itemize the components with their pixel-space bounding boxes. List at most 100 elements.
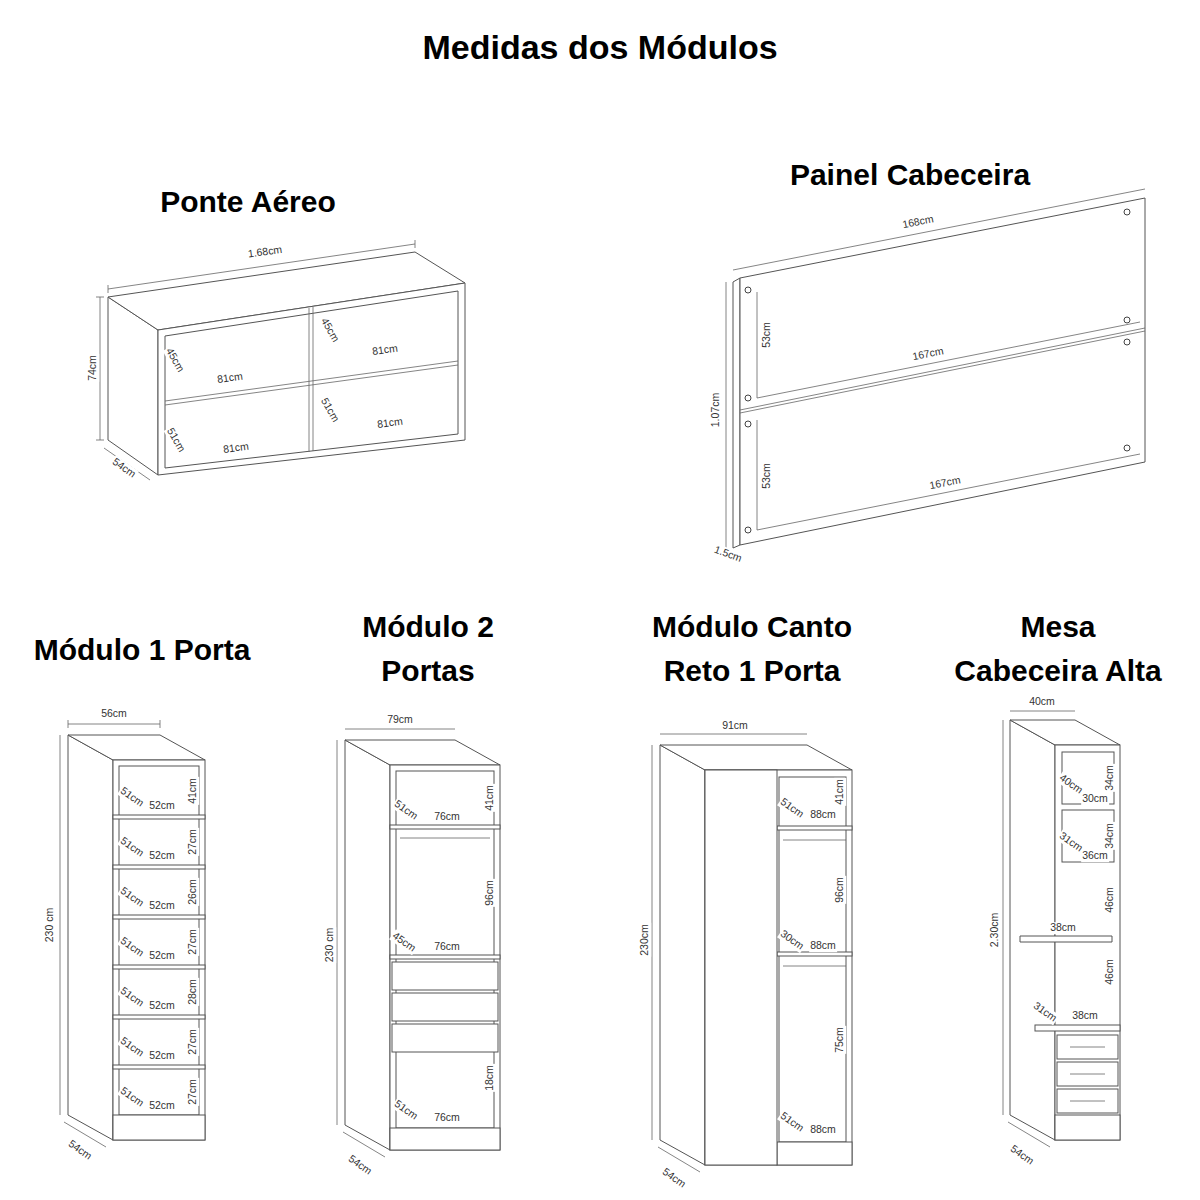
ponte-aereo-drawing-part (313, 307, 314, 451)
modulo-1-porta-drawing-part (113, 865, 205, 869)
mesa-cabeceira-drawing (1003, 711, 1120, 1147)
modulo-2-portas-drawing-part (390, 765, 500, 1150)
modulo-1-porta-drawing-part (60, 735, 61, 1115)
modulo-canto-drawing-part (652, 745, 653, 1140)
mesa-cabeceira-drawing-part (1010, 720, 1120, 745)
modulo-canto-drawing-part (660, 745, 852, 770)
ponte-aereo-drawing-part (104, 448, 150, 480)
dimension-label: 38cm (1071, 1010, 1099, 1022)
modulo-canto-drawing-part (783, 840, 846, 841)
modulo-2-portas-drawing-part (345, 740, 390, 1150)
painel-cabeceira-drawing (726, 189, 1145, 548)
dimension-label: 2.30cm (989, 912, 1001, 948)
painel-cabeceira-drawing-part (745, 395, 751, 401)
modulo-canto-drawing-part (777, 1142, 852, 1165)
mesa-cabeceira-drawing-part (1003, 720, 1004, 1115)
painel-cabeceira-drawing-part (740, 198, 1145, 545)
dimension-label: 34cm (1104, 764, 1116, 792)
modulo-canto-drawing-part (705, 770, 777, 1165)
dimension-label: 230cm (639, 923, 651, 957)
modulo-1-porta-drawing-part (113, 1015, 205, 1019)
modulo-1-porta-drawing-part (68, 720, 69, 728)
dimension-label: 40cm (1028, 696, 1056, 708)
dimension-label: 46cm (1104, 886, 1116, 914)
modulo-canto-drawing-part (779, 777, 846, 1142)
dimension-label: 88cm (809, 1124, 837, 1136)
dimension-label: 53cm (761, 321, 773, 349)
dimension-label: 91cm (721, 720, 749, 732)
mesa-cabeceira-drawing-part (1057, 1089, 1118, 1113)
painel-cabeceira-drawing-part (726, 282, 727, 548)
painel-cabeceira-drawing-part (733, 189, 1145, 270)
dimension-label: 52cm (148, 950, 176, 962)
dimension-label: 28cm (187, 978, 199, 1006)
dimension-label: 1.07cm (710, 392, 722, 428)
mesa-cabeceira-drawing-part (1070, 1101, 1105, 1102)
mesa-cabeceira-drawing-part (1070, 1047, 1105, 1048)
painel-cabeceira-drawing-part (740, 328, 1145, 410)
dimension-label: 27cm (187, 1028, 199, 1056)
dimension-label: 54cm (659, 1165, 688, 1190)
dimension-label: 1.68cm (246, 244, 284, 261)
modulo-canto-drawing-part (777, 952, 852, 956)
modulo-canto-drawing-part (777, 826, 852, 830)
modulo-2-portas-drawing-part (343, 1132, 385, 1157)
modulo-1-porta-drawing-part (160, 720, 161, 728)
dimension-label: 52cm (148, 1050, 176, 1062)
modulo-1-porta-drawing-part (113, 915, 205, 919)
ponte-aereo-drawing-part (165, 291, 458, 468)
dimension-label: 230 cm (324, 927, 336, 963)
painel-cabeceira-drawing-part (1124, 339, 1130, 345)
dimension-label: 76cm (433, 941, 461, 953)
painel-cabeceira-drawing-part (757, 292, 758, 398)
modulo-2-portas-drawing-part (400, 838, 490, 839)
ponte-aereo-drawing-part (108, 244, 415, 289)
modulo-canto-drawing-part (660, 734, 807, 735)
modulo-1-porta-drawing (60, 720, 205, 1147)
dimension-label: 41cm (834, 778, 846, 806)
dimension-label: 88cm (809, 809, 837, 821)
dimension-label: 96cm (834, 876, 846, 904)
modulo-1-porta-drawing-part (113, 760, 205, 1140)
dimension-label: 76cm (433, 811, 461, 823)
dimension-label: 46cm (1104, 958, 1116, 986)
painel-cabeceira-drawing-part (740, 331, 1145, 413)
ponte-aereo-drawing-part (108, 285, 109, 293)
dimension-label: 54cm (109, 455, 138, 480)
ponte-aereo-drawing-part (415, 240, 416, 248)
dimension-label: 27cm (187, 828, 199, 856)
ponte-aereo-drawing-part (309, 308, 310, 452)
modulo-2-portas-drawing-part (345, 729, 455, 730)
dimension-label: 36cm (1081, 850, 1109, 862)
modulo-2-portas-drawing-part (337, 740, 338, 1125)
ponte-aereo-drawing-part (100, 297, 101, 440)
mesa-cabeceira-drawing-part (1070, 1074, 1105, 1075)
modulo-2-portas-drawing (337, 729, 500, 1157)
dimension-label: 53cm (761, 462, 773, 490)
mesa-cabeceira-drawing-part (1057, 1035, 1118, 1059)
mesa-cabeceira-drawing-part (1057, 1062, 1118, 1086)
ponte-aereo-drawing-part (158, 283, 465, 475)
module-heading: Módulo 2 Portas (338, 605, 518, 692)
dimension-label: 88cm (809, 940, 837, 952)
dimension-label: 52cm (148, 800, 176, 812)
module-heading: Módulo Canto Reto 1 Porta (632, 605, 872, 692)
module-heading: Módulo 1 Porta (34, 628, 251, 672)
dimension-label: 54cm (65, 1137, 94, 1162)
modulo-2-portas-drawing-part (390, 1128, 500, 1150)
painel-cabeceira-drawing-part (745, 421, 751, 427)
ponte-aereo-drawing-part (165, 361, 458, 401)
dimension-label: 41cm (484, 784, 496, 812)
modulo-2-portas-drawing-part (345, 740, 500, 765)
painel-cabeceira-drawing-part (757, 322, 1140, 398)
modulo-1-porta-drawing-part (68, 735, 205, 760)
dimension-label: 30cm (1081, 793, 1109, 805)
painel-cabeceira-drawing-part (757, 420, 758, 530)
mesa-cabeceira-drawing-part (1055, 1115, 1120, 1140)
modulo-1-porta-drawing-part (113, 1065, 205, 1069)
dimension-label: 27cm (187, 928, 199, 956)
modulo-canto-drawing-part (705, 770, 852, 1165)
dimension-label: 230 cm (44, 907, 56, 943)
painel-cabeceira-drawing-part (1124, 317, 1130, 323)
